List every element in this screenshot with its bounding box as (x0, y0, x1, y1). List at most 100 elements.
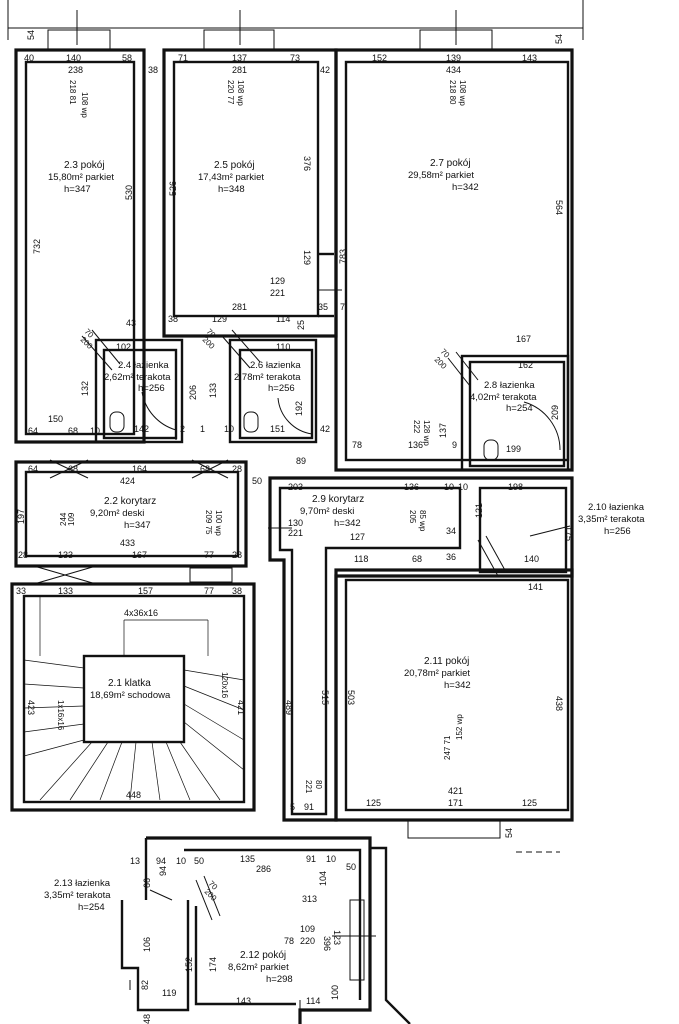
dim-label: 140 (524, 554, 539, 564)
dim-label: 94 (156, 856, 166, 866)
note-label: 218 81 (68, 80, 77, 105)
dim-label: 10 (90, 426, 100, 436)
room-2-4-height: h=256 (138, 383, 165, 394)
room-2-13-area: 3,35m² terakota (44, 890, 111, 901)
room-2-3-area: 15,80m² parkiet (48, 172, 114, 183)
dim-label: 54 (504, 828, 514, 838)
dim-label: 140 (66, 53, 81, 63)
dim-label: 68 (200, 464, 210, 474)
dim-label: 100 (330, 985, 340, 1000)
dim-label: 503 (346, 690, 356, 705)
dim-label: 33 (16, 586, 26, 596)
room-2-12-area: 8,62m² parkiet (228, 962, 289, 973)
dim-label: 5 (290, 802, 295, 812)
dim-label: 114 (306, 996, 320, 1006)
dim-label: 133 (208, 383, 218, 398)
dim-label: 150 (48, 414, 63, 424)
note-label: 120x16 (220, 672, 229, 699)
dim-label: 221 (304, 780, 313, 794)
dim-label: 91 (306, 854, 316, 864)
note-label: 247 71 (443, 735, 452, 760)
dim-label: 36 (446, 552, 456, 562)
dim-label: 106 (142, 937, 152, 952)
dim-label: 142 (134, 424, 149, 434)
room-2-3-name: 2.3 pokój (64, 160, 105, 171)
dim-label: 175 (564, 526, 574, 541)
dim-label: 434 (446, 65, 461, 75)
dim-label: 110 (276, 342, 290, 352)
dim-label: 137 (438, 423, 448, 438)
window-sills-top (47, 29, 493, 51)
room-2-6-height: h=256 (268, 383, 295, 394)
doors-and-fixtures (33, 329, 561, 981)
dim-label: 38 (168, 314, 178, 324)
room-2-1-area: 18,69m² schodowa (90, 690, 171, 701)
room-2-1-name: 2.1 klatka (108, 678, 151, 689)
dim-label: 77 (204, 586, 214, 596)
dim-label: 50 (252, 476, 262, 486)
dim-label: 129 (302, 250, 312, 265)
dim-label: 68 (412, 554, 422, 564)
room-2-11-name: 2.11 pokój (424, 656, 469, 667)
dim-label: 48 (142, 1014, 152, 1024)
room-2-8-name: 2.8 łazienka (484, 380, 535, 391)
dim-label: 10 (458, 482, 468, 492)
dim-label: 1 (200, 424, 205, 434)
room-2-4-name: 2.4 łazienka (118, 360, 169, 371)
dim-label: 192 (294, 401, 304, 416)
dim-label: 54 (26, 30, 36, 40)
dim-label: 376 (302, 156, 312, 171)
dim-label: 206 (188, 385, 198, 400)
dim-label: 13 (130, 856, 140, 866)
dim-label: 137 (232, 53, 247, 63)
room-2-6-name: 2.6 łazienka (250, 360, 301, 371)
dim-label: 198 (508, 482, 523, 492)
dim-label: 80 (314, 780, 323, 789)
dim-label: 28 (232, 550, 242, 560)
room-2-11-area: 20,78m² parkiet (404, 668, 470, 679)
note-label: 218 80 (448, 80, 457, 105)
dim-label: 7 (340, 302, 345, 312)
dim-label: 125 (366, 798, 381, 808)
dim-label: 133 (58, 550, 73, 560)
note-label: 109 (67, 512, 76, 526)
dim-label: 286 (256, 864, 271, 874)
dim-label: 77 (204, 550, 214, 560)
dim-label: 38 (232, 586, 242, 596)
dim-label: 530 (124, 185, 134, 200)
dim-label: 421 (236, 700, 246, 715)
room-2-5-height: h=348 (218, 184, 245, 195)
top-dimension-line: 54 54 (7, 0, 584, 45)
dim-label: 102 (116, 342, 131, 352)
dim-label: 66 (142, 878, 152, 888)
note-label: 222 (412, 420, 421, 434)
dim-label: 10 (224, 424, 234, 434)
dim-label: 109 (300, 924, 315, 934)
dim-label: 34 (446, 526, 456, 536)
dim-label: 94 (158, 866, 168, 876)
dim-label: 71 (178, 53, 188, 63)
dim-label: 438 (554, 696, 564, 711)
dim-label: 167 (132, 550, 147, 560)
dim-label: 28 (232, 464, 242, 474)
note-label: 152 wp (455, 714, 464, 740)
dim-label: 515 (320, 690, 330, 705)
dim-label: 396 (322, 936, 332, 951)
note-label: 220 77 (226, 80, 235, 105)
dim-label: 91 (304, 802, 314, 812)
dim-label: 73 (290, 53, 300, 63)
dim-label: 68 (68, 426, 78, 436)
note-label: 209 75 (204, 510, 213, 535)
dim-label: 119 (162, 988, 176, 998)
dim-label: 133 (58, 586, 73, 596)
room-2-2-height: h=347 (124, 520, 151, 531)
note-label: 108 wp (236, 80, 245, 106)
dim-label: 42 (320, 65, 330, 75)
room-labels: 2.3 pokój 15,80m² parkiet h=347 2.5 pokó… (44, 158, 645, 985)
dim-label: 164 (132, 464, 147, 474)
dim-label: 35 (318, 302, 328, 312)
room-2-5-name: 2.5 pokój (214, 160, 255, 171)
dim-label: 783 (338, 249, 348, 264)
dim-label: 40 (24, 53, 34, 63)
